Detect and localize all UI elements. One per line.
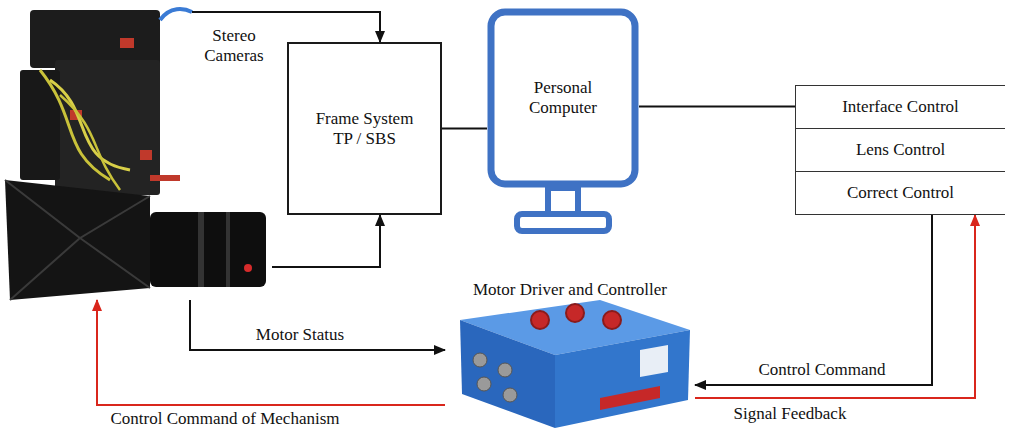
edge-label: Control Command of Mechanism: [108, 409, 341, 429]
box-left-face: [460, 320, 555, 428]
node-text: Personal Computer: [508, 78, 618, 117]
camera-node: Stereo Cameras: [0, 0, 272, 300]
rig-top: [30, 10, 160, 68]
control-row: Correct Control: [795, 171, 1005, 215]
cable-gland: [498, 363, 512, 377]
connector-arrow: [695, 215, 975, 398]
edge-label-slot: Signal Feedback: [732, 404, 849, 424]
edge-label: Signal Feedback: [732, 404, 849, 424]
red-cable: [150, 175, 180, 181]
yellow-cable: [40, 70, 110, 180]
red-dot: [244, 264, 252, 272]
edge-label: Motor Status: [254, 325, 346, 345]
yellow-cable: [50, 80, 130, 170]
edge-label: Control Command: [756, 360, 887, 380]
lens-ring: [226, 212, 230, 287]
control-row: Interface Control: [795, 85, 1005, 128]
matte-box-edge: [5, 180, 150, 300]
node-text: Motor Driver and Controller: [473, 280, 667, 300]
node-text: Lens Control: [856, 140, 945, 160]
node-text: Correct Control: [847, 183, 954, 203]
red-connector: [531, 311, 549, 329]
connector-arrow: [190, 300, 445, 350]
computer-monitor: Personal Computer: [487, 8, 639, 236]
connector-arrow: [272, 215, 380, 267]
motor-driver-node: Motor Driver and Controller: [445, 280, 695, 432]
edge-label-slot: Motor Status: [254, 325, 346, 345]
lens-ring: [198, 212, 204, 287]
matte-box: [5, 180, 150, 300]
yellow-cable: [60, 95, 120, 190]
cable-gland: [503, 388, 517, 402]
connector-arrow: [695, 215, 932, 385]
monitor-screen: [491, 12, 635, 184]
node-text: Stereo Cameras: [196, 26, 272, 65]
red-connector: [566, 304, 584, 322]
cable-gland: [477, 377, 491, 391]
connector-arrow: [97, 300, 445, 405]
red-connector: [600, 386, 660, 410]
monitor-base: [517, 214, 609, 231]
monitor-neck: [548, 188, 578, 214]
red-accent: [120, 38, 134, 48]
cable-gland: [473, 353, 487, 367]
lens-barrel: [150, 212, 266, 287]
connector-arrow: [639, 106, 795, 108]
monitor-outline: [487, 8, 639, 236]
sticker: [640, 345, 668, 377]
edge-label-slot: Control Command: [756, 360, 887, 380]
box-front-face: [555, 330, 690, 428]
rig-side: [20, 70, 60, 180]
process-box: Frame System TP / SBS: [287, 42, 442, 215]
red-accent: [140, 150, 152, 160]
node-text: Interface Control: [842, 97, 959, 117]
motor-driver-box: [460, 300, 690, 428]
red-connector: [603, 311, 621, 329]
control-row: Lens Control: [795, 128, 1005, 171]
connector-arrow: [442, 128, 487, 130]
node-text: Frame System TP / SBS: [309, 109, 421, 148]
blue-cable: [160, 9, 192, 20]
edge-label-slot: Control Command of Mechanism: [108, 409, 341, 429]
